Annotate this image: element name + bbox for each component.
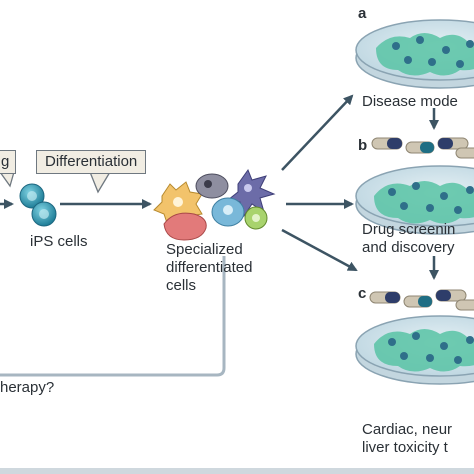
differentiation-callout-pointer — [89, 171, 111, 194]
panel-b-label-line2: and discovery — [362, 239, 455, 256]
panel-a-letter: a — [358, 5, 367, 22]
differentiation-callout: Differentiation — [36, 150, 147, 174]
reprogramming-callout: g — [0, 150, 17, 174]
bottom-frame — [0, 468, 474, 474]
panel-c-label-line1: Cardiac, neur — [362, 421, 453, 438]
therapy-loop-line — [0, 256, 226, 377]
dish-a-icon — [355, 19, 474, 89]
arrow-to-disease-model — [281, 94, 354, 171]
panel-c-label-line2: liver toxicity t — [362, 439, 448, 456]
specialized-label-line1: Specialized — [166, 241, 243, 258]
left-callout-pointer — [0, 171, 15, 188]
panel-a-label: Disease mode — [362, 93, 458, 110]
capsules-c-icon — [369, 289, 474, 311]
panel-b-label-line1: Drug screenin — [362, 221, 456, 238]
capsules-b-icon — [371, 137, 474, 159]
panel-c-letter: c — [358, 285, 367, 302]
dish-c-icon — [355, 315, 474, 385]
arrow-to-toxicity — [281, 228, 358, 272]
dish-b-icon — [355, 165, 474, 235]
therapy-label: herapy? — [0, 379, 55, 396]
reprogramming-callout-text: g — [1, 153, 10, 170]
specialized-label-line2: differentiated — [166, 259, 253, 276]
specialized-label-line3: cells — [166, 277, 197, 294]
panel-b-letter: b — [358, 137, 368, 154]
differentiation-callout-text: Differentiation — [45, 153, 138, 170]
ips-cells-label: iPS cells — [30, 233, 88, 250]
ips-cells-icon — [19, 183, 57, 227]
differentiated-cells-icon — [153, 168, 276, 241]
